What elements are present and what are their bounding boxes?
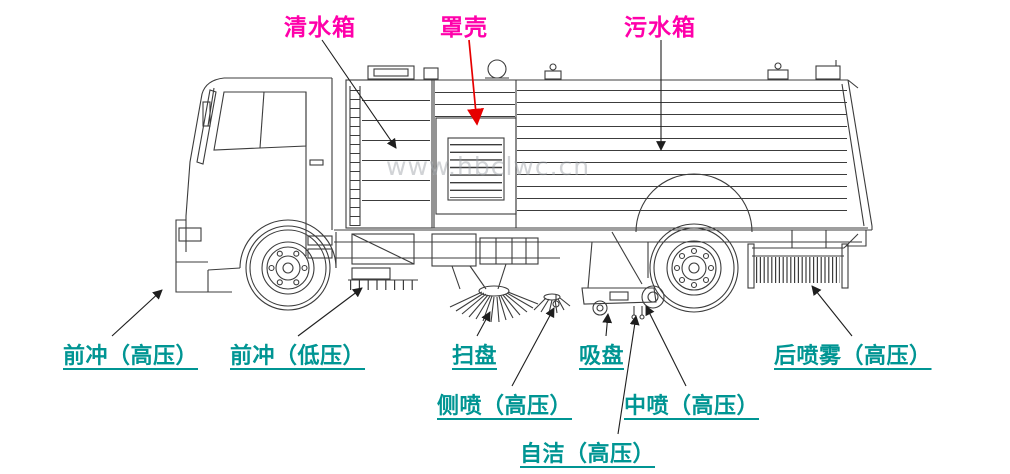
leader-rear-mist <box>811 285 853 337</box>
label-suction-disc: 吸盘 <box>579 344 625 369</box>
leader-side-spray <box>511 307 555 387</box>
label-front-flush-high: 前冲（高压） <box>63 344 199 369</box>
leader-front-flush-high <box>111 289 163 337</box>
leader-self-clean <box>617 315 640 435</box>
chassis-frame <box>334 229 872 259</box>
label-sweep-disc: 扫盘 <box>452 344 498 369</box>
label-self-clean-high: 自洁（高压） <box>520 442 656 467</box>
leader-clean-water-tank <box>321 39 397 149</box>
equipment-housing <box>433 59 517 228</box>
leader-cover-arrow <box>467 39 485 126</box>
label-sewage-tank: 污水箱 <box>624 15 696 41</box>
sewage-tank-body <box>346 60 873 247</box>
watermark: www.hbclwc.cn <box>386 152 591 181</box>
leader-lines <box>111 39 853 435</box>
suction-nozzle <box>581 231 665 316</box>
clean-water-tank-body <box>345 65 439 229</box>
cab <box>175 77 337 293</box>
label-cover: 罩壳 <box>440 15 488 41</box>
label-rear-mist-high: 后喷雾（高压） <box>774 344 932 369</box>
middle-spray-nozzles <box>631 306 645 320</box>
front-wheel <box>245 225 331 311</box>
leader-front-flush-low <box>297 287 363 337</box>
label-front-flush-low: 前冲（低压） <box>230 344 366 369</box>
rear-spray-bar <box>747 230 859 289</box>
label-side-spray-high: 侧喷（高压） <box>437 394 573 419</box>
sweep-brush <box>449 285 571 323</box>
underbody-equipment <box>348 233 539 290</box>
rear-wheel <box>649 223 739 313</box>
leader-middle-spray <box>645 305 687 387</box>
leader-suction-disc <box>602 313 613 337</box>
label-middle-spray-high: 中喷（高压） <box>624 394 760 419</box>
side-spray-nozzle <box>552 294 560 308</box>
label-clean-water-tank: 清水箱 <box>284 15 356 41</box>
leader-sweep-disc <box>476 311 491 337</box>
truck-body <box>175 59 873 323</box>
